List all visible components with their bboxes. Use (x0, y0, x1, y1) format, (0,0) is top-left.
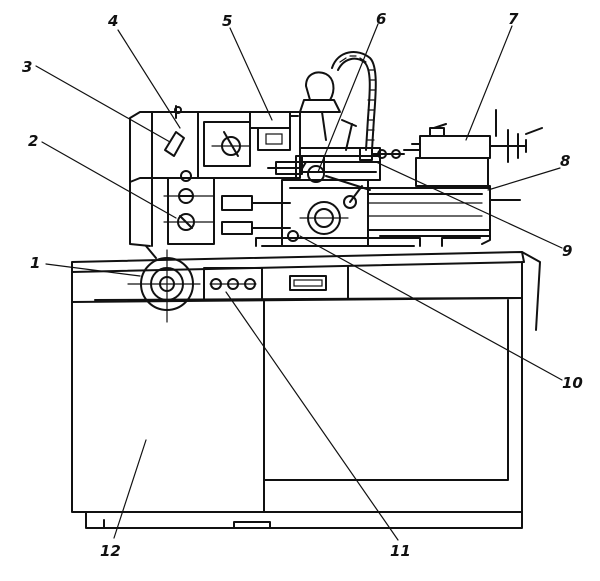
lamp (299, 51, 377, 151)
label-5: 5 (222, 12, 232, 30)
label-6: 6 (376, 10, 386, 28)
label-9: 9 (562, 242, 572, 260)
leader-lines (35, 23, 563, 541)
machine-base (71, 245, 541, 529)
label-7: 7 (508, 10, 519, 28)
label-2: 2 (28, 132, 38, 150)
label-1: 1 (30, 254, 40, 272)
carriage-apron (255, 147, 421, 247)
label-3: 3 (22, 58, 32, 76)
label-11: 11 (390, 542, 411, 560)
label-4: 4 (107, 12, 118, 30)
bed-ways (289, 185, 521, 247)
label-10: 10 (562, 374, 583, 392)
callout-labels: 1 2 3 4 5 6 7 8 9 10 11 12 (22, 10, 583, 560)
tailstock (403, 109, 543, 187)
label-12: 12 (100, 542, 121, 560)
headstock (129, 105, 301, 247)
label-8: 8 (560, 152, 570, 170)
